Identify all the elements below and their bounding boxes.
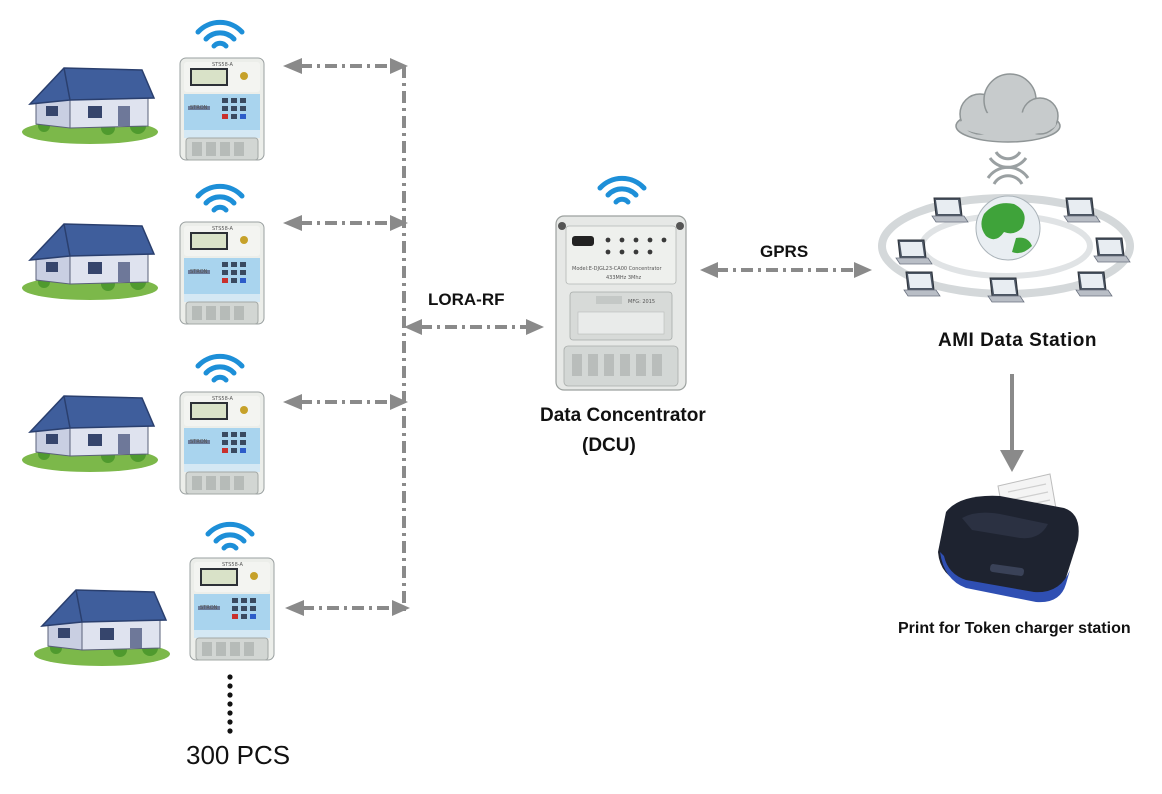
household-1: STS58-A STRON <box>21 22 265 161</box>
globe-icon <box>975 195 1041 261</box>
household-4: STS58-A STRON <box>33 524 275 667</box>
lora-bus <box>300 64 856 612</box>
house-icon <box>33 589 171 667</box>
meter-model-label: STS58-A <box>212 62 233 68</box>
arrow-heads <box>283 58 872 616</box>
house-icon <box>21 67 159 145</box>
meter-brand-label: STRON <box>190 105 208 111</box>
meter-model-label: STS58-A <box>222 562 243 568</box>
lora-rf-label: LORA-RF <box>428 290 505 309</box>
meter-brand-label: STRON <box>190 439 208 445</box>
meter-count-label: 300 PCS <box>186 740 291 770</box>
down-arrow <box>1000 374 1024 472</box>
continuation-dots <box>227 674 233 734</box>
meter-brand-label: STRON <box>200 605 218 611</box>
gprs-label: GPRS <box>760 242 809 261</box>
house-icon <box>21 395 159 473</box>
wifi-icon <box>198 186 242 210</box>
wifi-icon <box>208 524 252 548</box>
printer-icon <box>938 473 1079 603</box>
wifi-icon <box>198 22 242 46</box>
meter-model-label: STS58-A <box>212 226 233 232</box>
house-icon <box>21 223 159 301</box>
concentrator-model-text: Model:E-DJGL23-CA00 Concentrator <box>572 266 662 272</box>
print-station-label: Print for Token charger station <box>898 620 1131 637</box>
concentrator-freq-text: 433MHz 3Mhz <box>606 275 641 281</box>
wifi-icon <box>198 356 242 380</box>
wifi-icon <box>600 178 644 202</box>
data-concentrator: Model:E-DJGL23-CA00 Concentrator 433MHz … <box>555 178 687 391</box>
household-3: STS58-A STRON <box>21 356 265 495</box>
meter-brand-label: STRON <box>190 269 208 275</box>
data-concentrator-label: Data Concentrator <box>540 405 706 426</box>
laptop-icon <box>1093 237 1131 263</box>
concentrator-mfg-text: MFG: 2015 <box>628 299 655 305</box>
household-2: STS58-A STRON <box>21 186 265 325</box>
ami-data-station <box>878 73 1134 303</box>
dcu-abbrev-label: (DCU) <box>582 435 636 456</box>
cloud-icon <box>955 73 1061 143</box>
ami-data-station-label: AMI Data Station <box>938 330 1097 351</box>
meter-model-label: STS58-A <box>212 396 233 402</box>
